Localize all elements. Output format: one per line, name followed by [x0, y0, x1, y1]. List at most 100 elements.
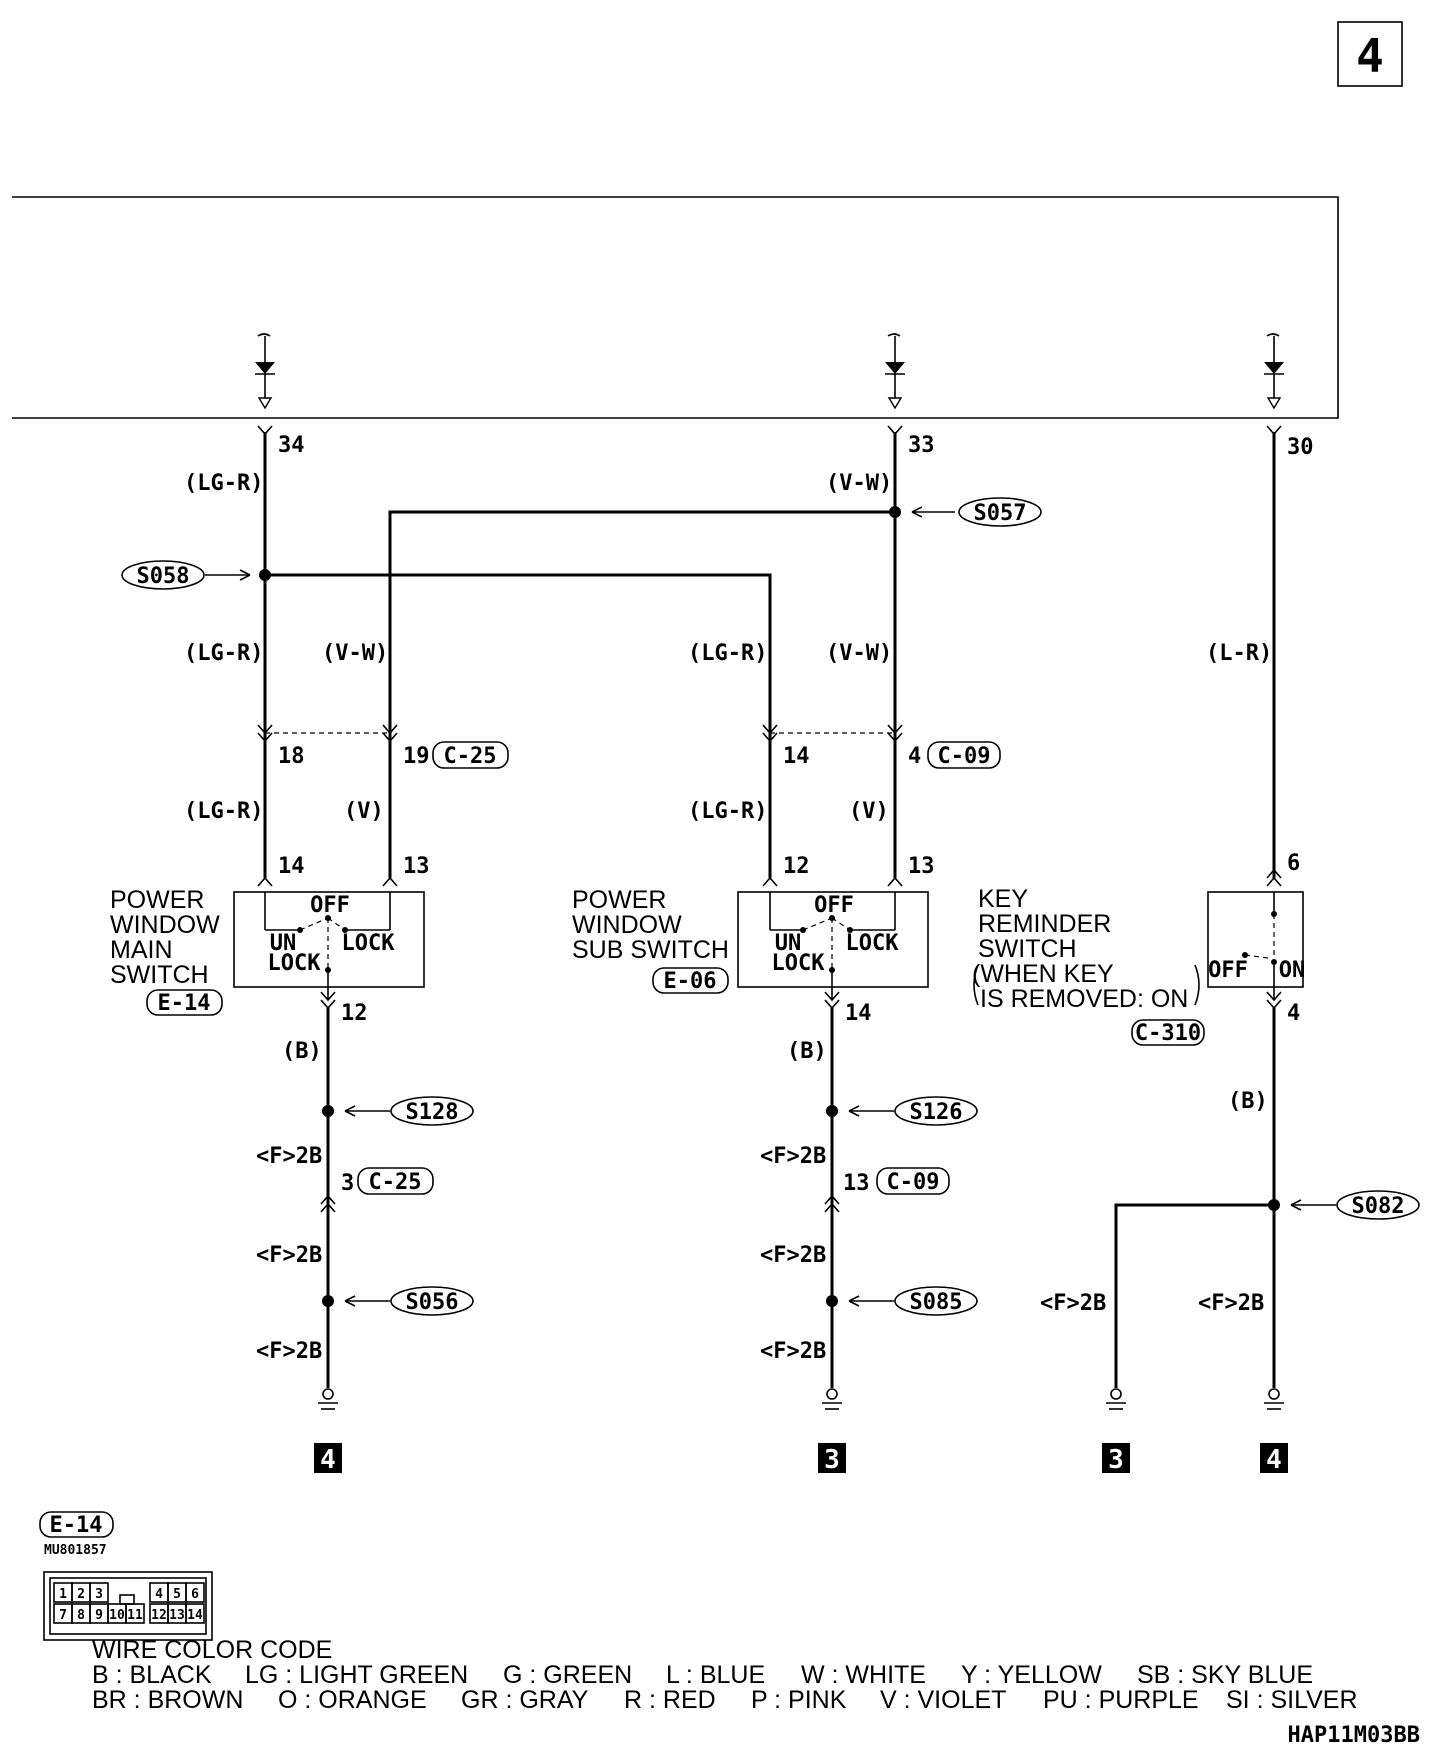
pin-34: 34 — [278, 433, 305, 458]
pin-14: 14 — [278, 854, 305, 879]
wire-label: (L-R) — [1206, 641, 1272, 666]
svg-text:LOCK: LOCK — [268, 951, 322, 976]
pin-13: 13 — [843, 1171, 870, 1196]
wire-label: (B) — [1228, 1089, 1268, 1114]
svg-text:12: 12 — [151, 1608, 167, 1623]
svg-text:V : VIOLET: V : VIOLET — [880, 1686, 1006, 1714]
connector-c25-lower: C-25 — [357, 1167, 434, 1195]
splice-s082: S082 — [1290, 1190, 1420, 1220]
wire-label: <F>2B — [256, 1144, 322, 1169]
svg-text:1: 1 — [59, 1587, 67, 1602]
splice-s085: S085 — [848, 1286, 978, 1316]
svg-text:IS REMOVED: ON: IS REMOVED: ON — [980, 985, 1188, 1013]
svg-text:LOCK: LOCK — [342, 931, 396, 956]
key-switch-label: KEY REMINDER SWITCH (WHEN KEY IS REMOVED… — [972, 885, 1205, 1046]
wire-label: <F>2B — [760, 1144, 826, 1169]
sub-switch-label: POWER WINDOW SUB SWITCH E-06 — [572, 886, 729, 994]
svg-text:S082: S082 — [1352, 1194, 1405, 1219]
svg-text:B : BLACK: B : BLACK — [92, 1661, 212, 1689]
svg-text:3: 3 — [1108, 1445, 1124, 1475]
svg-text:E-14: E-14 — [50, 1513, 103, 1538]
connector-c09: C-09 — [927, 741, 1001, 769]
pin-13: 13 — [403, 854, 430, 879]
pin-30: 30 — [1287, 435, 1314, 460]
diode-33 — [885, 333, 905, 410]
figure-code: HAP11M03BB — [1288, 1723, 1420, 1748]
wire-label: (LG-R) — [184, 641, 263, 666]
svg-text:GR : GRAY: GR : GRAY — [461, 1686, 589, 1714]
pin-12: 12 — [341, 1001, 368, 1026]
wire-label: <F>2B — [256, 1243, 322, 1268]
svg-text:MU801857: MU801857 — [44, 1543, 107, 1558]
svg-text:10: 10 — [109, 1608, 125, 1623]
wire-lgr-branch — [265, 573, 772, 722]
wire-vw-branch — [388, 510, 895, 722]
diode-34 — [255, 333, 275, 410]
pin-3: 3 — [341, 1171, 354, 1196]
svg-text:C-310: C-310 — [1135, 1021, 1201, 1046]
main-switch-label: POWER WINDOW MAIN SWITCH E-14 — [110, 886, 223, 1016]
svg-text:P : PINK: P : PINK — [751, 1686, 847, 1714]
splice-s128: S128 — [344, 1096, 474, 1126]
svg-text:(WHEN KEY: (WHEN KEY — [972, 960, 1114, 988]
svg-text:3: 3 — [824, 1445, 840, 1475]
svg-text:SUB SWITCH: SUB SWITCH — [572, 936, 729, 964]
pin-6: 6 — [1287, 851, 1300, 876]
key-reminder-switch: OFF ON — [1207, 868, 1305, 1010]
svg-text:SWITCH: SWITCH — [110, 961, 209, 989]
wire-label: (B) — [787, 1039, 827, 1064]
power-window-sub-switch: OFF UN LOCK LOCK — [737, 876, 929, 1010]
svg-text:4: 4 — [1266, 1445, 1282, 1475]
power-window-main-switch: OFF UN LOCK LOCK — [233, 876, 425, 1010]
page-number: 4 — [1356, 29, 1384, 83]
svg-text:LOCK: LOCK — [846, 931, 900, 956]
wire-label: <F>2B — [1040, 1291, 1106, 1316]
svg-text:WINDOW: WINDOW — [572, 911, 682, 939]
svg-text:W : WHITE: W : WHITE — [801, 1661, 926, 1689]
connector-face-e14: E-14 MU801857 1 2 3 4 5 6 7 8 9 10 11 12… — [39, 1511, 213, 1641]
wire-color-legend: WIRE COLOR CODE B : BLACK LG : LIGHT GRE… — [92, 1636, 1358, 1714]
svg-text:SI : SILVER: SI : SILVER — [1226, 1686, 1358, 1714]
wire-label: (LG-R) — [688, 799, 767, 824]
svg-text:SWITCH: SWITCH — [978, 935, 1077, 963]
svg-text:14: 14 — [187, 1608, 203, 1623]
svg-text:OFF: OFF — [1208, 958, 1248, 983]
svg-text:E-14: E-14 — [158, 991, 211, 1016]
wire-label: <F>2B — [1198, 1291, 1264, 1316]
pin-12: 12 — [783, 854, 810, 879]
wire-label: (V-W) — [826, 471, 892, 496]
splice-dot-s057 — [889, 506, 901, 518]
svg-text:SB : SKY BLUE: SB : SKY BLUE — [1137, 1661, 1313, 1689]
pin-4: 4 — [1287, 1001, 1300, 1026]
wire-label: (LG-R) — [184, 799, 263, 824]
splice-dot-s058 — [259, 569, 271, 581]
svg-text:POWER: POWER — [572, 886, 666, 914]
svg-text:E-06: E-06 — [664, 969, 717, 994]
wire-label: (V) — [344, 799, 384, 824]
svg-text:11: 11 — [127, 1608, 143, 1623]
wire-label: (LG-R) — [688, 641, 767, 666]
ground-point-tag: 4 3 3 4 — [314, 1443, 1288, 1475]
svg-text:7: 7 — [59, 1608, 67, 1623]
svg-text:C-09: C-09 — [938, 744, 991, 769]
chevrons-inline — [257, 724, 903, 743]
svg-text:O : ORANGE: O : ORANGE — [278, 1686, 427, 1714]
svg-text:PU : PURPLE: PU : PURPLE — [1043, 1686, 1199, 1714]
pin-18: 18 — [278, 744, 305, 769]
page-number-box — [1337, 21, 1403, 87]
svg-text:POWER: POWER — [110, 886, 204, 914]
svg-text:OFF: OFF — [310, 893, 350, 918]
control-unit-box — [12, 196, 1339, 419]
ground-branch — [1114, 1203, 1274, 1388]
pin-14: 14 — [845, 1001, 872, 1026]
svg-text:5: 5 — [173, 1587, 181, 1602]
wire-label: (B) — [282, 1039, 322, 1064]
svg-text:4: 4 — [155, 1587, 163, 1602]
svg-text:S056: S056 — [406, 1290, 459, 1315]
svg-text:R : RED: R : RED — [624, 1686, 716, 1714]
wire-label: <F>2B — [256, 1339, 322, 1364]
svg-text:S128: S128 — [406, 1100, 459, 1125]
svg-text:BR : BROWN: BR : BROWN — [92, 1686, 243, 1714]
pin-19: 19 — [403, 744, 430, 769]
